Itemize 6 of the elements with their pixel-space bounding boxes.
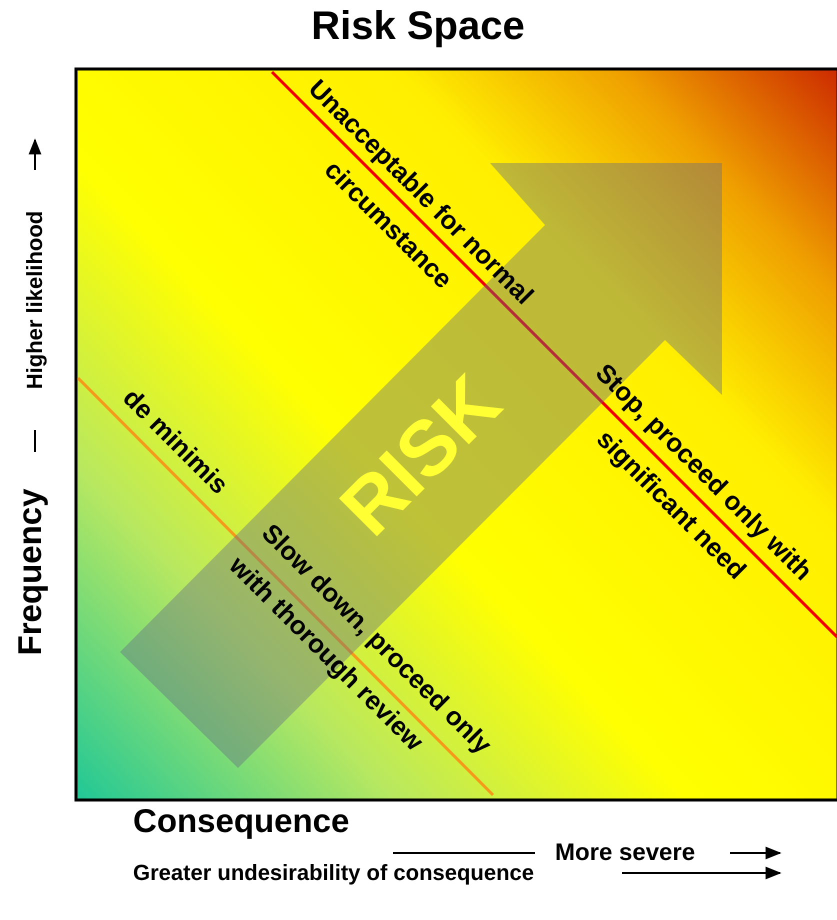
axis-label: More severe bbox=[555, 839, 696, 867]
axis-label: Consequence bbox=[133, 802, 350, 840]
axis-label: Higher likelihood bbox=[22, 210, 48, 390]
title: Risk Space bbox=[311, 4, 525, 49]
axis-label: Greater undesirability of consequence bbox=[133, 860, 534, 886]
axis-label: Frequency bbox=[11, 488, 49, 656]
